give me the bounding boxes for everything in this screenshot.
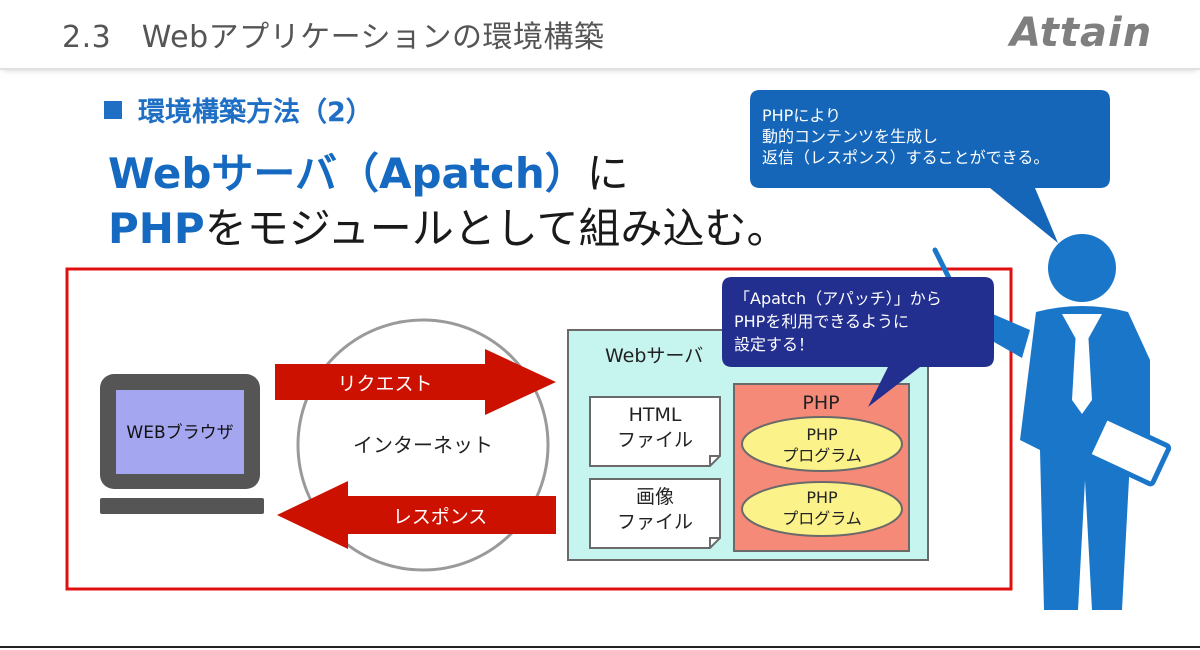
callout-mid-line1: 「Apatch（アパッチ）」から [734,289,942,308]
response-label: レスポンス [393,506,488,528]
webserver-label: Webサーバ [605,345,703,367]
callout-top-line1: PHPにより [762,106,841,125]
brand-logo: Attain [1010,10,1153,56]
main-line2-rest: をモジュールとして組み込む。 [204,204,789,253]
callout-mid-line3: 設定する！ [734,335,814,354]
image-file-icon [589,478,721,549]
php-program-1 [741,416,903,472]
image-file-line1: 画像 [636,486,674,508]
php-program2-line2: プログラム [782,509,862,528]
callout-mid: 「Apatch（アパッチ）」から PHPを利用できるように 設定する！ [722,277,994,407]
callout-top-line2: 動的コンテンツを生成し [762,127,938,146]
browser-label: WEBブラウザ [126,422,233,443]
main-line1-rest: に [586,149,629,198]
main-statement-line-1: Webサーバ（Apatch）に [108,140,629,201]
html-file-icon [589,396,721,467]
section-heading-text: 環境構築方法（2） [138,97,373,128]
footer-divider [0,646,1200,648]
internet-label: インターネット [353,433,493,457]
php-program2-line1: PHP [806,488,838,507]
bullet-square-icon [104,101,122,119]
highlight-frame [65,267,1013,591]
callout-top: PHPにより 動的コンテンツを生成し 返信（レスポンス）することができる。 [750,90,1110,243]
main-line2-bold: PHP [108,204,205,253]
callout-mid-line2: PHPを利用できるように [734,312,909,331]
php-program1-line1: PHP [806,425,838,444]
section-heading: 環境構築方法（2） [104,90,373,129]
request-arrow [275,349,556,415]
php-program1-line2: プログラム [782,446,862,465]
html-file-line1: HTML [629,404,682,426]
slide-title: 2.3 Webアプリケーションの環境構築 [62,20,605,55]
html-file-line2: ファイル [617,429,693,451]
callout-top-line3: 返信（レスポンス）することができる。 [762,148,1049,167]
image-file-line2: ファイル [617,511,693,533]
php-program-2 [741,481,903,537]
request-label: リクエスト [337,373,432,395]
laptop-icon [100,374,264,514]
main-statement-line-2: PHPをモジュールとして組み込む。 [108,195,789,256]
php-label: PHP [802,392,839,414]
header-bar [0,0,1200,70]
response-arrow [277,481,556,549]
main-line1-bold: Webサーバ（Apatch） [108,149,587,198]
